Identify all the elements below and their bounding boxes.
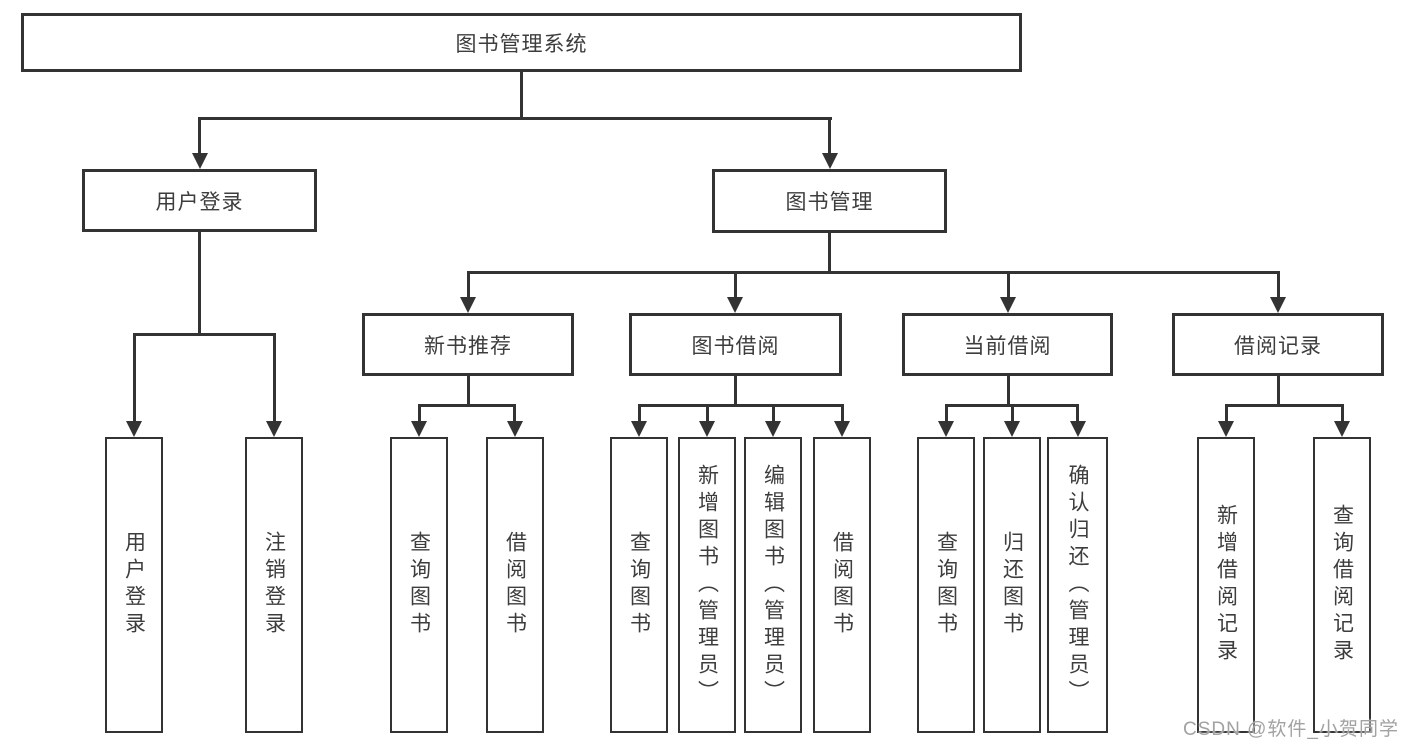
leaf-label: 确认归还（管理员） bbox=[1066, 463, 1089, 707]
leaf-label: 查询借阅记录 bbox=[1330, 504, 1354, 666]
leaf-label: 查询图书 bbox=[407, 531, 431, 639]
arrow-down-icon bbox=[938, 421, 954, 437]
leaf-label: 借阅图书 bbox=[503, 531, 527, 639]
arrow-down-icon bbox=[834, 421, 850, 437]
arrow-down-icon bbox=[1000, 297, 1016, 313]
leaf-user-login: 用户登录 bbox=[105, 437, 163, 733]
connector-vline bbox=[828, 117, 831, 153]
connector-vline bbox=[520, 71, 523, 119]
arrow-down-icon bbox=[507, 421, 523, 437]
connector-vline bbox=[273, 333, 276, 421]
node-new-book-recommend: 新书推荐 bbox=[362, 313, 574, 376]
connector-vline bbox=[772, 404, 775, 421]
csdn-watermark: CSDN @软件_小贺同学 bbox=[1183, 719, 1399, 740]
arrow-down-icon bbox=[411, 421, 427, 437]
connector-hline bbox=[1225, 404, 1343, 407]
connector-hline bbox=[638, 404, 844, 407]
arrow-down-icon bbox=[1218, 421, 1234, 437]
node-borrowing-records: 借阅记录 bbox=[1172, 313, 1384, 376]
arrow-down-icon bbox=[1004, 421, 1020, 437]
leaf-label: 借阅图书 bbox=[830, 531, 854, 639]
node-book-management: 图书管理 bbox=[712, 169, 947, 233]
connector-vline bbox=[467, 375, 470, 406]
leaf-edit-books-admin: 编辑图书（管理员） bbox=[744, 437, 802, 733]
node-user-login: 用户登录 bbox=[82, 169, 317, 232]
connector-hline bbox=[198, 117, 832, 120]
arrow-down-icon bbox=[192, 153, 208, 169]
arrow-down-icon bbox=[699, 421, 715, 437]
connector-vline bbox=[1007, 375, 1010, 406]
leaf-label: 查询图书 bbox=[934, 531, 958, 639]
connector-vline bbox=[1076, 404, 1079, 421]
connector-vline bbox=[198, 117, 201, 153]
connector-vline bbox=[418, 404, 421, 421]
connector-vline bbox=[734, 375, 737, 406]
connector-vline bbox=[467, 271, 470, 297]
connector-vline bbox=[513, 404, 516, 421]
node-label: 新书推荐 bbox=[424, 334, 512, 358]
arrow-down-icon bbox=[126, 421, 142, 437]
arrow-down-icon bbox=[727, 297, 743, 313]
leaf-logout: 注销登录 bbox=[245, 437, 303, 733]
arrow-down-icon bbox=[460, 297, 476, 313]
leaf-label: 新增图书（管理员） bbox=[695, 463, 719, 707]
connector-vline bbox=[945, 404, 948, 421]
leaf-add-borrow-record: 新增借阅记录 bbox=[1197, 437, 1255, 733]
node-label: 当前借阅 bbox=[963, 334, 1052, 358]
connector-vline bbox=[1341, 404, 1344, 421]
node-root-library-system: 图书管理系统 bbox=[21, 13, 1022, 72]
connector-vline bbox=[1277, 375, 1280, 406]
connector-hline bbox=[467, 271, 1280, 274]
arrow-down-icon bbox=[765, 421, 781, 437]
leaf-add-books-admin: 新增图书（管理员） bbox=[678, 437, 736, 733]
leaf-borrow-books: 借阅图书 bbox=[813, 437, 871, 733]
node-label: 图书借阅 bbox=[691, 334, 780, 358]
leaf-return-books: 归还图书 bbox=[983, 437, 1041, 733]
node-book-borrowing: 图书借阅 bbox=[629, 313, 842, 376]
leaf-query-books-current: 查询图书 bbox=[917, 437, 975, 733]
leaf-label: 编辑图书（管理员） bbox=[761, 463, 785, 707]
connector-hline bbox=[418, 404, 516, 407]
arrow-down-icon bbox=[1334, 421, 1350, 437]
node-label: 借阅记录 bbox=[1234, 334, 1322, 358]
connector-vline bbox=[1225, 404, 1228, 421]
connector-hline bbox=[133, 333, 276, 336]
leaf-label: 查询图书 bbox=[627, 531, 651, 639]
arrow-down-icon bbox=[1070, 421, 1086, 437]
arrow-down-icon bbox=[266, 421, 282, 437]
connector-vline bbox=[841, 404, 844, 421]
connector-vline bbox=[198, 231, 201, 335]
connector-vline bbox=[734, 271, 737, 297]
connector-vline bbox=[1007, 271, 1010, 297]
leaf-query-books-borrowing: 查询图书 bbox=[610, 437, 668, 733]
node-label: 图书管理系统 bbox=[455, 32, 588, 56]
arrow-down-icon bbox=[631, 421, 647, 437]
connector-vline bbox=[1011, 404, 1014, 421]
connector-vline bbox=[828, 232, 831, 273]
leaf-label: 归还图书 bbox=[1000, 531, 1024, 639]
connector-vline bbox=[638, 404, 641, 421]
leaf-label: 注销登录 bbox=[262, 531, 286, 639]
node-current-borrowing: 当前借阅 bbox=[902, 313, 1113, 376]
leaf-confirm-return-admin: 确认归还（管理员） bbox=[1047, 437, 1108, 733]
arrow-down-icon bbox=[1270, 297, 1286, 313]
leaf-label: 新增借阅记录 bbox=[1214, 504, 1238, 666]
node-label: 图书管理 bbox=[785, 191, 874, 214]
leaf-label: 用户登录 bbox=[122, 531, 146, 639]
connector-vline bbox=[133, 333, 136, 421]
node-label: 用户登录 bbox=[155, 190, 244, 214]
leaf-borrow-books-recommend: 借阅图书 bbox=[486, 437, 544, 733]
connector-vline bbox=[706, 404, 709, 421]
leaf-query-books-recommend: 查询图书 bbox=[390, 437, 448, 733]
connector-vline bbox=[1277, 271, 1280, 297]
leaf-query-borrow-record: 查询借阅记录 bbox=[1313, 437, 1371, 733]
arrow-down-icon bbox=[822, 153, 838, 169]
